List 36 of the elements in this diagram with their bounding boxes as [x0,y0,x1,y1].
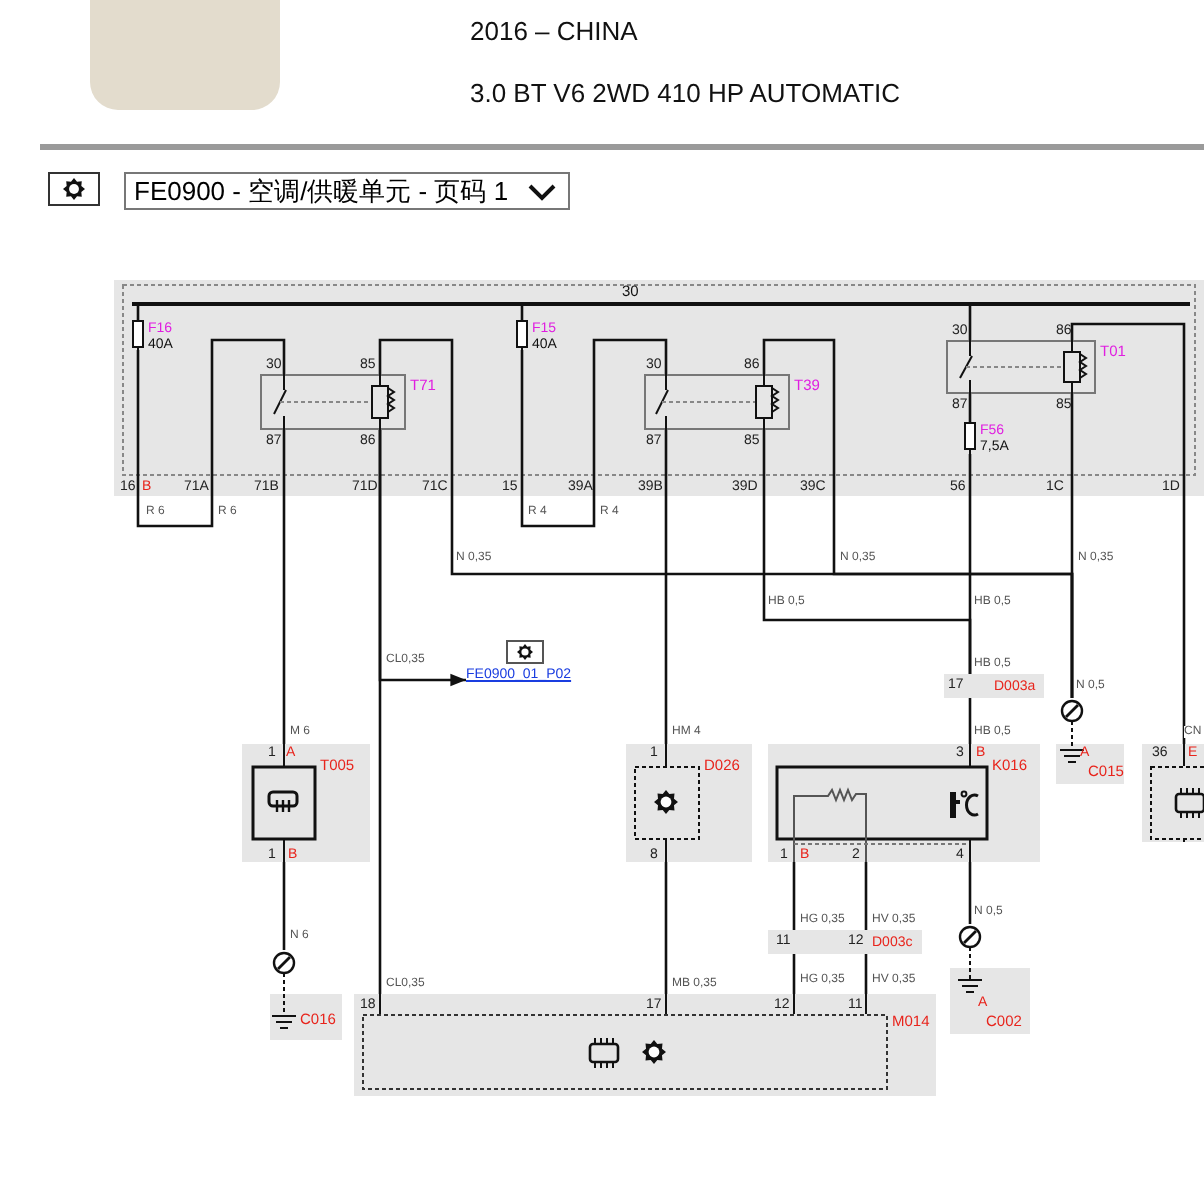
wire [864,862,868,930]
wire [968,454,972,674]
wire [520,306,524,320]
wire [1070,322,1186,744]
wire [136,306,140,320]
wire [968,394,972,422]
wire [520,338,668,528]
wire [792,862,796,930]
component-box [626,744,752,862]
wire [968,306,972,340]
wire [282,430,286,744]
ground-connection [270,950,342,1040]
wire [282,862,286,950]
wire [136,338,286,528]
component-box [768,744,1040,862]
connector-block [768,930,922,954]
component-box [242,744,370,862]
fuse-relay-panel [114,280,1204,496]
bus-bar [132,284,1190,306]
ground-connection [950,924,1030,1034]
wire [968,698,972,744]
connector-block [944,674,1044,698]
ground-connection [1056,698,1124,784]
wire [864,954,868,994]
arrow [378,430,466,687]
header-text: 2016 – CHINA [470,18,638,44]
relay-symbol [946,340,1130,394]
wire [664,430,668,744]
wire [792,954,796,994]
wire [664,862,668,994]
wire [1070,394,1074,698]
wire [968,862,972,924]
header-text: 3.0 BT V6 2WD 410 HP AUTOMATIC [470,80,901,106]
component-box [1142,744,1204,842]
control-module-box [354,994,936,1096]
page-select: FE0900 - 空调/供暖单元 - 页码 1 [124,172,570,210]
